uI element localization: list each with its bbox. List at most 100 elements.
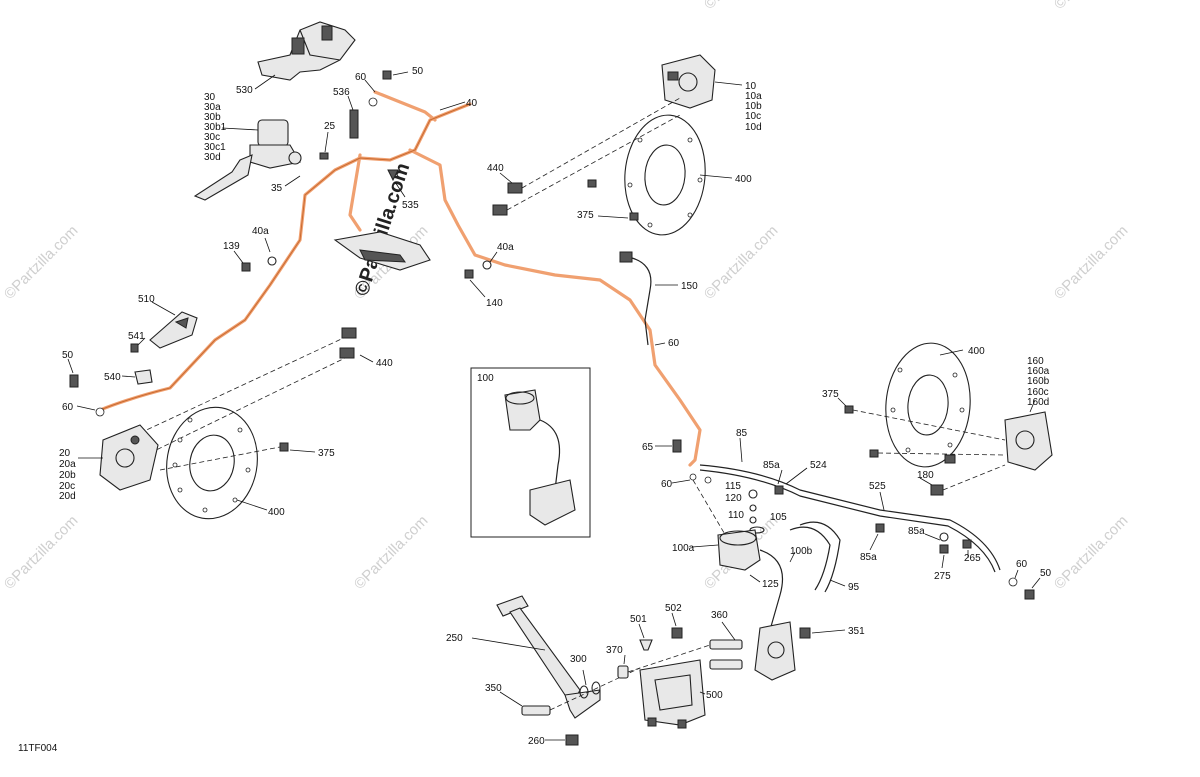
label-30c: 30c (204, 132, 220, 143)
label-541: 541 (128, 331, 145, 342)
brake-lines (98, 90, 702, 467)
label-440-left: 440 (376, 358, 393, 369)
label-10c: 10c (745, 111, 761, 122)
label-110: 110 (728, 510, 744, 521)
label-100b: 100b (790, 546, 813, 557)
label-30: 30 (204, 92, 216, 103)
label-160b: 160b (1027, 376, 1050, 387)
label-400-top: 400 (735, 174, 752, 185)
label-95: 95 (848, 582, 860, 593)
brake-disc-left (159, 406, 316, 520)
label-20: 20 (59, 448, 71, 459)
bolt-360 (627, 621, 743, 673)
brake-disc-top (587, 114, 733, 236)
label-100: 100 (477, 373, 494, 384)
watermark: ©Partzilla.com (351, 512, 432, 593)
diagram-code: 11TF004 (18, 743, 58, 754)
label-440-right: 440 (487, 163, 504, 174)
bolt-180 (919, 454, 1006, 496)
label-30c1: 30c1 (204, 142, 226, 153)
clip-140 (464, 251, 498, 298)
label-360: 360 (711, 610, 728, 621)
label-502: 502 (665, 603, 682, 614)
label-140: 140 (486, 298, 503, 309)
watermark: ©Partzilla.com (1051, 512, 1132, 593)
brake-disc-right (837, 342, 1006, 468)
label-10: 10 (745, 81, 757, 92)
label-20a: 20a (59, 459, 76, 470)
label-510: 510 (138, 294, 155, 305)
watermark: ©Partzilla.com (1051, 0, 1132, 13)
watermark: ©Partzilla.com (1, 512, 82, 593)
label-501: 501 (630, 614, 647, 625)
label-375-right: 375 (822, 389, 839, 400)
label-60-mid: 60 (668, 338, 680, 349)
caliper-160 (1004, 399, 1053, 471)
label-50-far-right: 50 (1040, 568, 1052, 579)
label-40a-mid: 40a (497, 242, 514, 253)
rear-clips (869, 523, 972, 569)
label-105: 105 (770, 512, 787, 523)
center-bracket (333, 231, 431, 271)
label-370: 370 (606, 645, 623, 656)
label-524: 524 (810, 460, 827, 471)
label-120: 120 (725, 493, 742, 504)
label-400-right: 400 (968, 346, 985, 357)
bolts-440-left (139, 327, 374, 454)
label-60-rear: 60 (661, 479, 673, 490)
label-150: 150 (681, 281, 698, 292)
bolts-440-right (492, 97, 681, 216)
label-85: 85 (736, 428, 748, 439)
label-25: 25 (324, 121, 336, 132)
label-60-left: 60 (62, 402, 74, 413)
label-180: 180 (917, 470, 934, 481)
label-265: 265 (964, 553, 981, 564)
master-cylinder-rear (754, 621, 846, 681)
label-85a-right: 85a (908, 526, 925, 537)
watermark: ©Partzilla.com (1051, 222, 1132, 303)
reservoir-100a (691, 521, 846, 631)
label-260: 260 (528, 736, 545, 747)
label-500: 500 (706, 690, 723, 701)
inset-box-100 (470, 367, 591, 538)
watermark: ©Partzilla.com (1, 222, 82, 303)
label-115: 115 (725, 481, 741, 492)
bracket-530 (254, 21, 356, 90)
label-20d: 20d (59, 491, 76, 502)
fittings-rear (655, 439, 741, 561)
bracket-510 (121, 301, 198, 385)
label-160a: 160a (1027, 366, 1050, 377)
label-525: 525 (869, 481, 886, 492)
label-50-left: 50 (62, 350, 74, 361)
caliper-10 (661, 54, 743, 109)
label-351: 351 (848, 626, 865, 637)
watermark: ©Partzilla.com (701, 222, 782, 303)
label-375-top: 375 (577, 210, 594, 221)
label-535: 535 (402, 200, 419, 211)
watermark: ©Partzilla.com (701, 0, 782, 13)
label-85a-bottom: 85a (860, 552, 877, 563)
label-40a-left: 40a (252, 226, 269, 237)
label-400-left: 400 (268, 507, 285, 518)
label-160: 160 (1027, 356, 1044, 367)
label-536: 536 (333, 87, 350, 98)
washers-300 (579, 669, 601, 699)
label-100a: 100a (672, 543, 695, 554)
nut-260 (545, 734, 579, 746)
label-530: 530 (236, 85, 253, 96)
label-10d: 10d (745, 122, 762, 133)
sensor-150 (619, 251, 678, 346)
label-50-top: 50 (412, 66, 424, 77)
label-30b1: 30b1 (204, 122, 227, 133)
pedal-bracket-500 (639, 659, 706, 729)
label-275: 275 (934, 571, 951, 582)
rear-hose-85 (699, 437, 1001, 573)
label-160c: 160c (1027, 387, 1049, 398)
label-375-left: 375 (318, 448, 335, 459)
label-540: 540 (104, 372, 121, 383)
label-30a: 30a (204, 102, 221, 113)
brake-pedal-250 (471, 595, 601, 719)
label-250: 250 (446, 633, 463, 644)
label-300: 300 (570, 654, 587, 665)
bolt-25 (319, 131, 329, 160)
